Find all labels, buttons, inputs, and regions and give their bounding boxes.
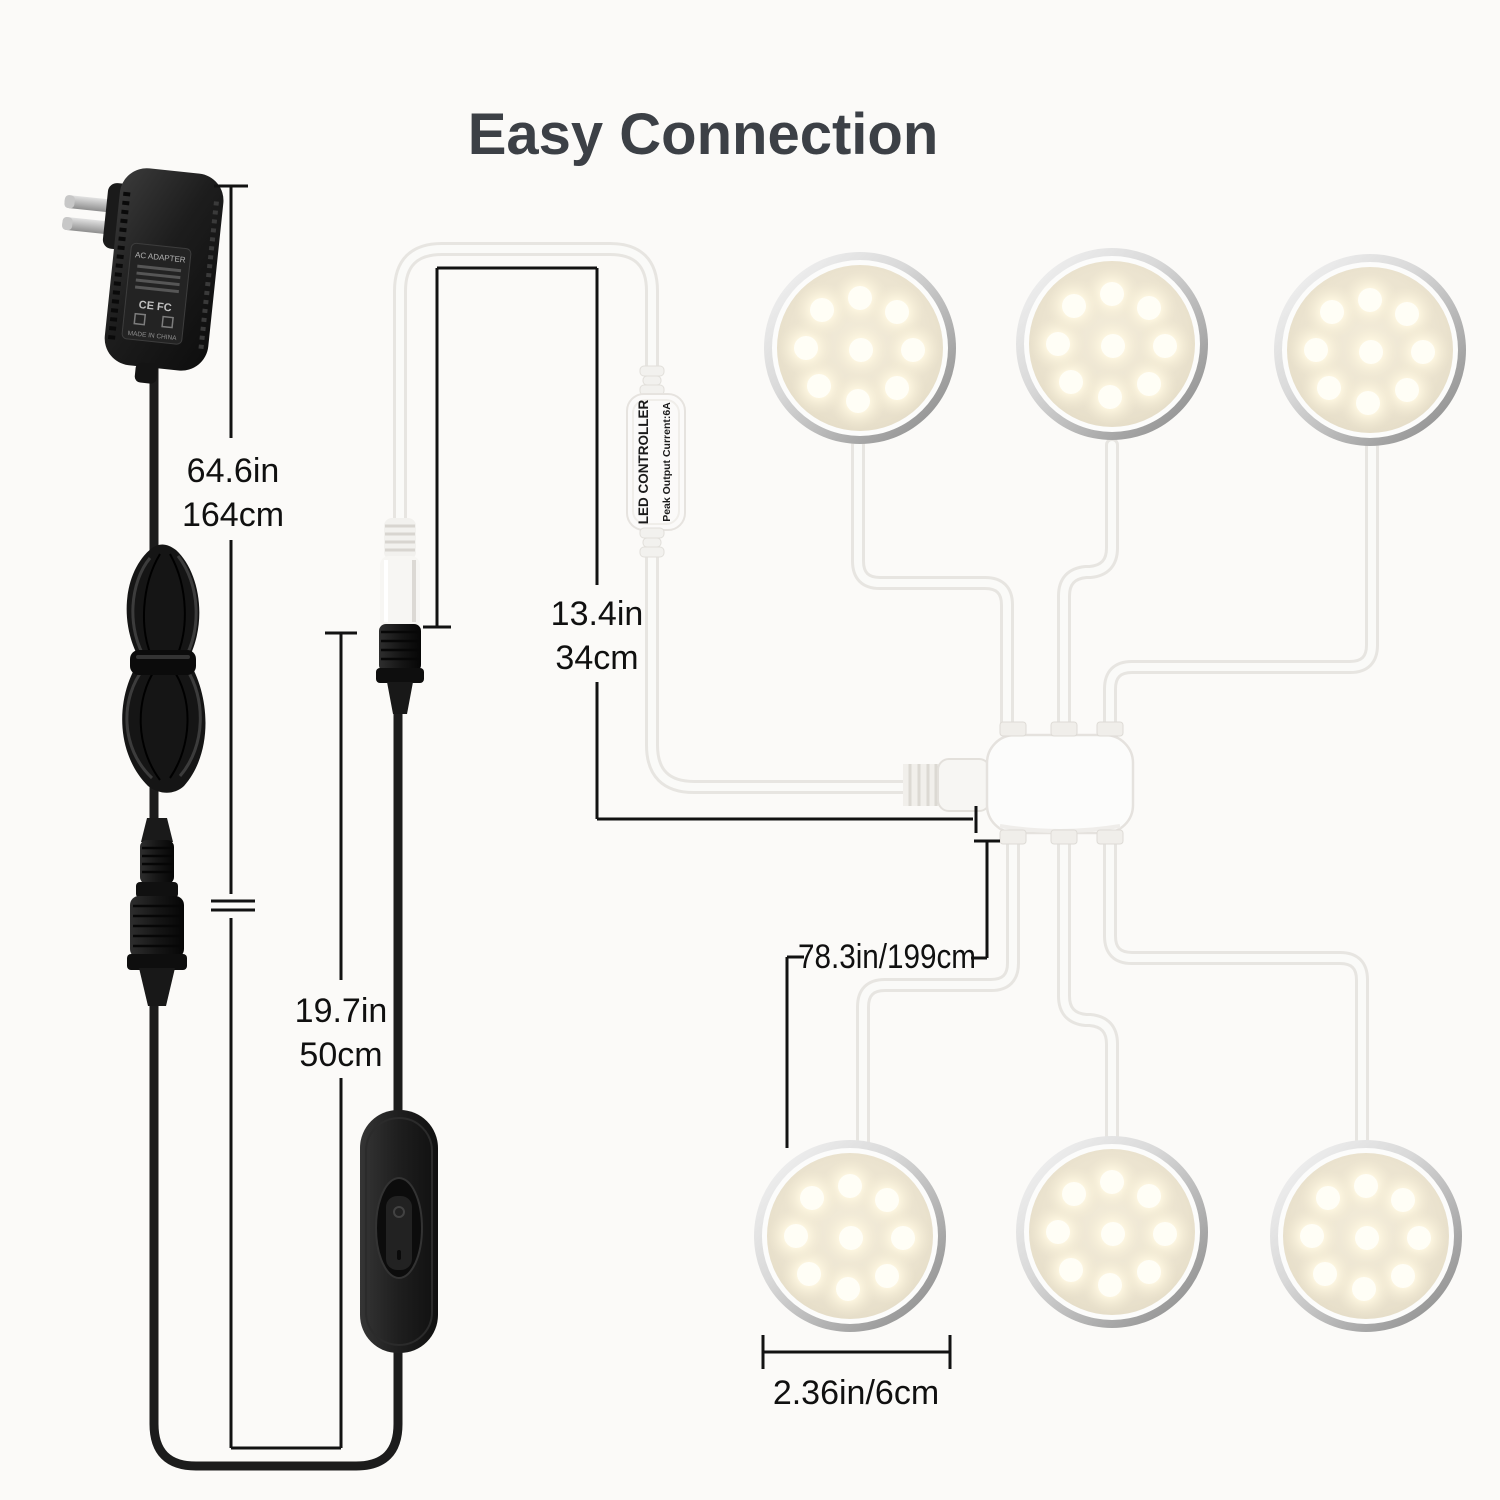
led-controller: LED CONTROLLER Peak Output Current:6A <box>626 365 686 558</box>
dim-switch-in: 19.7in <box>295 992 388 1030</box>
connector-white-male <box>380 518 420 628</box>
connector-black-female <box>376 624 424 714</box>
splitter-port <box>1050 829 1078 845</box>
dc-connector-black-pair <box>127 818 187 1006</box>
puck-light-top-1 <box>764 252 956 444</box>
splitter-input-plug <box>903 758 991 812</box>
adapter-strain-relief <box>134 362 158 384</box>
dimension-total-run: 78.3in/199cm <box>785 839 1000 1148</box>
page-title: Easy Connection <box>468 102 939 167</box>
splitter-port <box>1050 721 1078 737</box>
adapter-label: AC ADAPTER CE FC MADE IN CHINA <box>121 242 192 345</box>
dimension-adapter-cable: 64.6in 164cm <box>182 184 284 1448</box>
adapter-cert-marks: CE FC <box>138 299 172 314</box>
inline-switch <box>360 1110 438 1353</box>
dim-adapter-cm: 164cm <box>182 496 284 534</box>
splitter-port <box>1096 829 1124 845</box>
puck-light-top-3 <box>1274 254 1466 446</box>
puck-light-top-2 <box>1016 248 1208 440</box>
dimension-puck-size: 2.36in/6cm <box>761 1335 952 1412</box>
dim-puck-label: 2.36in/6cm <box>773 1374 939 1412</box>
power-adapter: AC ADAPTER CE FC MADE IN CHINA <box>62 168 224 384</box>
eu-plug-prongs <box>62 195 117 235</box>
dim-adapter-in: 64.6in <box>187 452 280 490</box>
splitter-port <box>999 829 1027 845</box>
dimension-controller-cable: 13.4in 34cm <box>423 266 978 833</box>
cable-coil <box>122 544 206 793</box>
six-way-splitter <box>903 721 1135 845</box>
white-cables <box>393 242 1379 1149</box>
coil-tie <box>130 650 196 675</box>
dimension-switch-cable: 19.7in 50cm <box>231 631 388 1450</box>
controller-name: LED CONTROLLER <box>636 400 651 525</box>
dim-controller-cm: 34cm <box>555 639 638 677</box>
dim-controller-in: 13.4in <box>551 595 644 633</box>
controller-spec: Peak Output Current:6A <box>661 402 673 522</box>
splitter-port <box>1096 721 1124 737</box>
dim-total-label: 78.3in/199cm <box>798 938 976 976</box>
puck-light-bottom-2 <box>1016 1136 1208 1328</box>
puck-light-bottom-1 <box>754 1140 946 1332</box>
splitter-port <box>999 721 1027 737</box>
dim-switch-cm: 50cm <box>299 1036 382 1074</box>
power-cable-black <box>149 345 403 1471</box>
splitter-body <box>985 733 1135 835</box>
rocker-button <box>386 1196 412 1270</box>
puck-light-bottom-3 <box>1270 1140 1462 1332</box>
